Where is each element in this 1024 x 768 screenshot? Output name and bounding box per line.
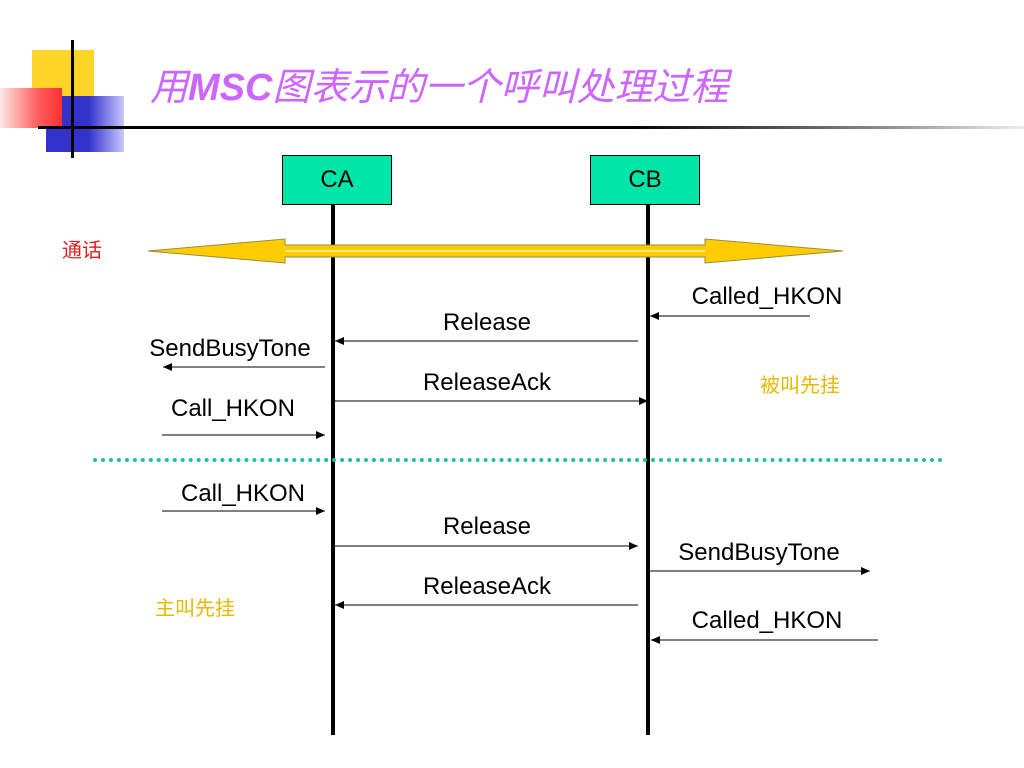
title-underline	[38, 126, 1024, 129]
label-release-2: Release	[442, 513, 532, 540]
label-called-hkon-2: Called_HKON	[691, 607, 843, 634]
entity-cb: CB	[590, 155, 700, 205]
arrowhead-release-ack-2	[335, 601, 344, 609]
arrowhead-called-hkon-1	[650, 312, 659, 320]
arrowhead-send-busy-tone-2	[861, 567, 870, 575]
lifeline-cb	[646, 205, 650, 735]
section-divider	[93, 458, 943, 462]
note-callee-first: 被叫先挂	[760, 373, 840, 397]
lifeline-ca	[331, 205, 335, 735]
decor-vertical-rule	[71, 40, 74, 158]
note-talk: 通话	[62, 238, 102, 262]
label-called-hkon-1: Called_HKON	[691, 283, 843, 310]
arrowhead-call-hkon-2	[316, 507, 325, 515]
arrowhead-called-hkon-2	[651, 636, 660, 644]
label-release-ack-2: ReleaseAck	[422, 573, 552, 600]
arrowhead-send-busy-tone-1	[163, 363, 172, 371]
label-release-1: Release	[442, 309, 532, 336]
entity-ca-label: CA	[320, 166, 354, 193]
label-call-hkon-2: Call_HKON	[180, 480, 306, 507]
label-send-busy-tone-1: SendBusyTone	[149, 335, 311, 362]
decor-red-square	[0, 88, 62, 128]
title-prefix: 用	[150, 65, 189, 109]
title-acronym: MSC	[188, 67, 273, 109]
arrowhead-release-1	[335, 337, 344, 345]
arrowhead-release-2	[629, 542, 638, 550]
label-send-busy-tone-2: SendBusyTone	[678, 539, 840, 566]
entity-ca: CA	[282, 155, 392, 205]
arrowhead-call-hkon-1	[316, 431, 325, 439]
label-call-hkon-1: Call_HKON	[170, 395, 296, 422]
page-title: 用MSC图表示的一个呼叫处理过程	[150, 56, 728, 116]
arrowhead-release-ack-1	[639, 397, 648, 405]
title-suffix: 图表示的一个呼叫处理过程	[272, 65, 729, 109]
note-caller-first: 主叫先挂	[155, 596, 235, 620]
label-release-ack-1: ReleaseAck	[422, 369, 552, 396]
entity-cb-label: CB	[628, 166, 662, 193]
